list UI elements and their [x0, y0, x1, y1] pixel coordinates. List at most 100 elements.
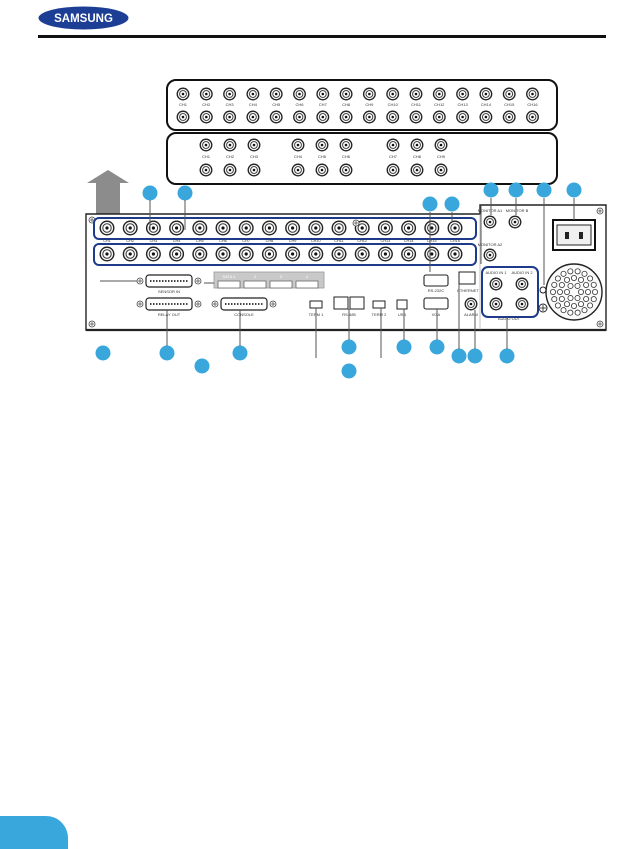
bnc-connector	[456, 87, 470, 101]
channel-label: CH12	[434, 102, 445, 107]
bnc-connector	[354, 246, 370, 262]
bnc-connector	[246, 87, 260, 101]
bnc-connector	[285, 246, 301, 262]
bnc-connector	[269, 110, 283, 124]
bnc-connector	[386, 138, 400, 152]
channel-label: CH3	[150, 239, 158, 243]
bnc-connector	[169, 220, 185, 236]
fan-hole	[560, 307, 567, 314]
term2-label: TERM 2	[372, 312, 387, 317]
channel-label: CH8	[413, 154, 422, 159]
channel-label: CH11	[334, 239, 343, 243]
fan-hole	[551, 296, 558, 303]
bnc-connector	[434, 163, 448, 177]
bnc-connector	[247, 138, 261, 152]
bnc-connector	[432, 87, 446, 101]
channel-label: CH2	[126, 239, 134, 243]
channel-label: CH9	[437, 154, 446, 159]
bnc-connector	[526, 110, 539, 124]
bnc-connector	[362, 87, 376, 101]
channel-label: CH9	[365, 102, 374, 107]
bnc-connector	[192, 220, 208, 236]
fan-hole	[551, 281, 558, 288]
bnc-connector	[456, 110, 470, 124]
monitor-b-label: MONITOR B	[506, 208, 529, 213]
leader-lines	[100, 198, 575, 358]
channel-label: CH5	[318, 154, 327, 159]
fan-hole	[571, 274, 578, 281]
bnc-connector	[247, 163, 261, 177]
samsung-logo: SAMSUNG	[38, 6, 129, 30]
bnc-connector	[424, 220, 440, 236]
bnc-connector	[339, 163, 353, 177]
channel-label: CH1	[179, 102, 188, 107]
bnc-connector	[409, 87, 423, 101]
bnc-connector	[339, 87, 353, 101]
bnc-connector	[479, 87, 493, 101]
samsung-logo-text: SAMSUNG	[54, 13, 113, 25]
ethernet-label: ETHERNET	[457, 288, 479, 293]
channel-label: CH12	[357, 239, 367, 243]
alarm-label: ALARM	[464, 312, 478, 317]
channel-label: CH5	[272, 102, 281, 107]
channel-label: CH3	[226, 102, 235, 107]
channel-label: CH13	[457, 102, 468, 107]
channel-label: CH7	[319, 102, 328, 107]
audio-in1-label: AUDIO IN 1	[485, 270, 507, 275]
fan-hole	[567, 309, 574, 316]
bnc-connector	[331, 220, 347, 236]
bnc-connector	[99, 246, 115, 262]
fan-hole	[564, 301, 571, 308]
sata-4-label: 4	[306, 274, 309, 279]
fan-hole	[560, 270, 567, 277]
bnc-connector	[291, 163, 305, 177]
bnc-connector	[401, 220, 417, 236]
channel-label: CH1	[103, 239, 111, 243]
fan-hole	[567, 268, 574, 275]
bnc-connector	[410, 138, 424, 152]
bnc-connector	[99, 220, 115, 236]
channel-label: CH14	[481, 102, 492, 107]
channel-label: CH13	[381, 239, 391, 243]
fan-hole	[554, 302, 561, 309]
bnc-connector	[526, 87, 539, 101]
bnc-connector	[192, 246, 208, 262]
bnc-connector	[285, 220, 301, 236]
channel-label: CH14	[404, 239, 414, 243]
bnc-connector	[293, 110, 306, 124]
bnc-connector	[145, 220, 161, 236]
relay-out-label: RELAY OUT	[158, 312, 181, 317]
bnc-connector	[479, 110, 493, 124]
channel-label: CH6	[342, 154, 351, 159]
fan-hole	[574, 309, 581, 316]
bnc-connector	[122, 220, 138, 236]
fan-hole	[550, 288, 557, 295]
fan-hole	[578, 276, 585, 283]
channel-label: CH4	[173, 239, 181, 243]
bnc-connector	[122, 246, 138, 262]
channel-label: CH4	[249, 102, 258, 107]
bnc-connector	[377, 220, 393, 236]
monitor-a1-label: MONITOR A1	[478, 208, 503, 213]
page-tab-marker	[0, 816, 68, 849]
fan-hole	[574, 268, 581, 275]
bnc-connector	[447, 220, 463, 236]
channel-label: CH3	[250, 154, 259, 159]
bnc-connector	[432, 110, 446, 124]
fan-hole	[581, 307, 588, 314]
bnc-connector	[386, 110, 400, 124]
bnc-connector	[339, 110, 353, 124]
sata-1-label: SATA 1	[223, 274, 237, 279]
channel-label: CH9	[289, 239, 297, 243]
bnc-connector	[223, 110, 237, 124]
bnc-connector	[199, 110, 213, 124]
header-rule	[38, 35, 606, 38]
bnc-connector	[308, 246, 324, 262]
channel-label: CH10	[388, 102, 399, 107]
bnc-connector	[145, 246, 161, 262]
channel-label: CH6	[219, 239, 227, 243]
sata-3-label: 3	[280, 274, 283, 279]
fan-hole	[564, 276, 571, 283]
channel-label: CH7	[242, 239, 250, 243]
